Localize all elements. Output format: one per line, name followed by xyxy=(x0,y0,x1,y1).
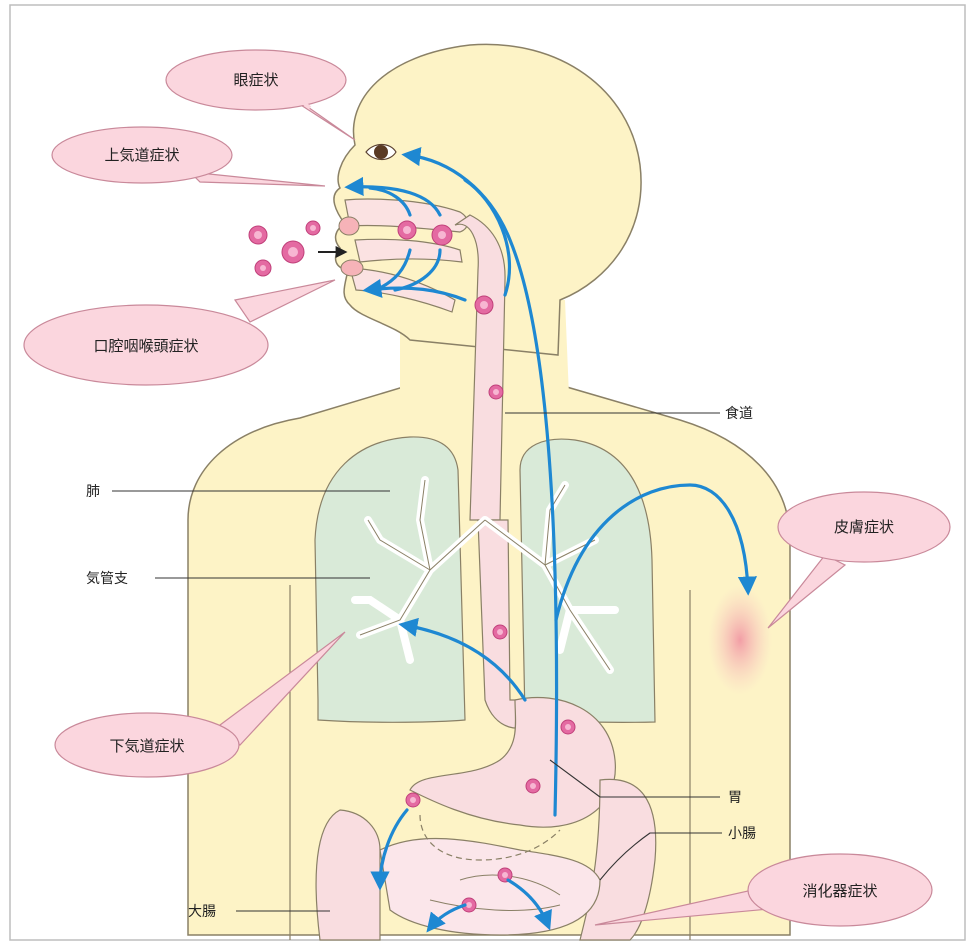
callout-label-lower-airway: 下気道症状 xyxy=(109,737,184,755)
callout-label-digestive: 消化器症状 xyxy=(802,882,877,900)
allergen-particle xyxy=(432,225,452,245)
allergen-particle xyxy=(249,226,267,244)
organ-label-esophagus: 食道 xyxy=(725,405,753,422)
organ-label-large-intestine: 大腸 xyxy=(188,904,216,920)
allergen-particle xyxy=(306,221,320,235)
allergen-particle xyxy=(282,241,304,263)
allergen-particle xyxy=(406,793,420,807)
organ-label-bronchi: 気管支 xyxy=(86,571,128,587)
organ-label-small-intestine: 小腸 xyxy=(728,826,756,842)
callout-label-upper-airway: 上気道症状 xyxy=(104,146,179,164)
callout-label-skin: 皮膚症状 xyxy=(834,518,894,536)
allergen-particle xyxy=(475,296,493,314)
callout-label-oral-pharynx: 口腔咽喉頭症状 xyxy=(93,337,198,355)
allergen-particle xyxy=(493,625,507,639)
allergen-particle xyxy=(561,720,575,734)
allergen-particle xyxy=(489,385,503,399)
allergen-particle xyxy=(255,260,271,276)
organ-label-lung: 肺 xyxy=(86,484,100,500)
allergen-particle xyxy=(526,779,540,793)
callout-label-eye: 眼症状 xyxy=(233,71,278,89)
skin-rash xyxy=(708,585,772,695)
organ-label-stomach: 胃 xyxy=(728,790,742,806)
allergen-particle xyxy=(398,221,416,239)
